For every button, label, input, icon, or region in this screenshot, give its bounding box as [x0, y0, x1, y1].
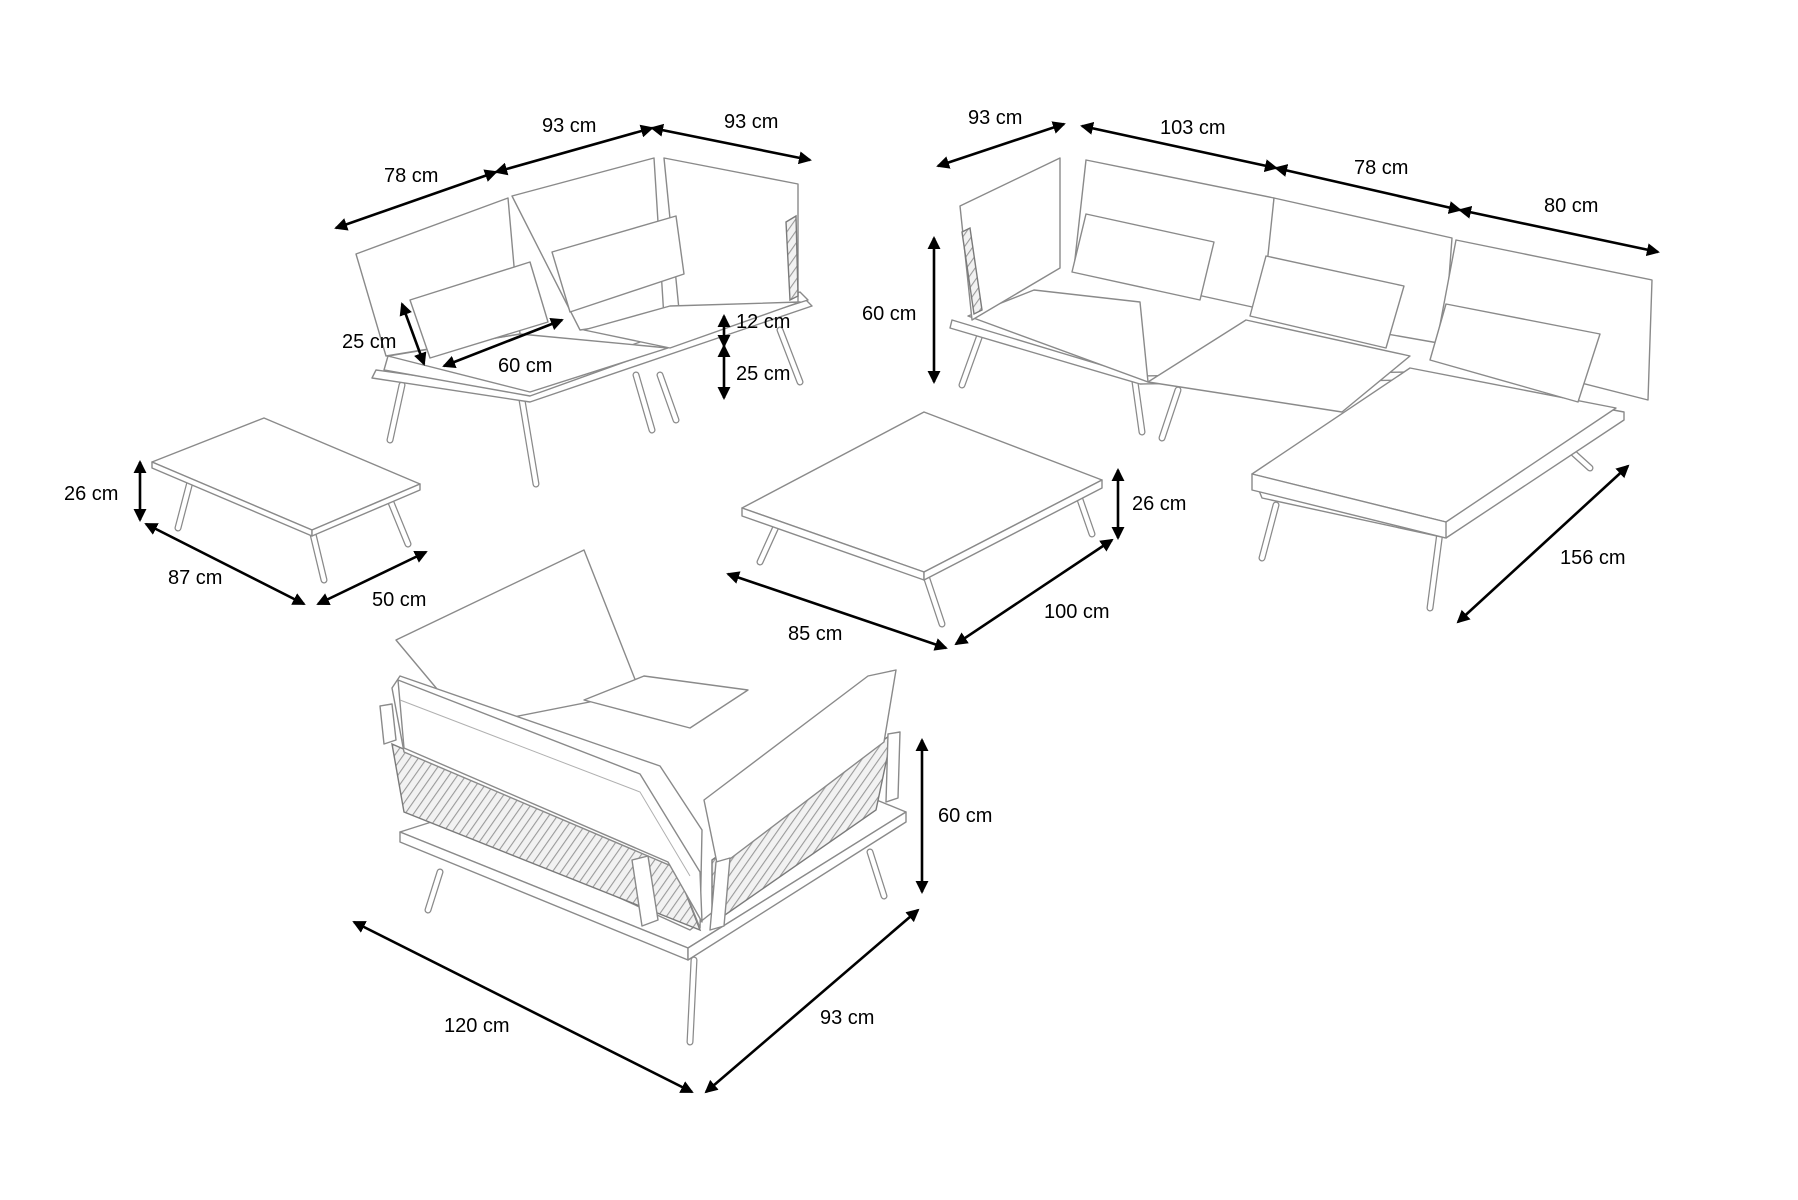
sofa-depth-arrow	[936, 121, 1066, 169]
large-table-length-arrow	[726, 571, 948, 651]
sofa-back-height-label: 60 cm	[862, 303, 916, 325]
corner-middle-width-arrow	[494, 124, 654, 176]
dimension-labels: 78 cm 93 cm 93 cm 25 cm 60 cm 12 cm 25 c…	[64, 107, 1626, 1037]
chair-depth-label: 93 cm	[820, 1007, 874, 1029]
large-table-width-arrow	[954, 538, 1114, 646]
dimension-arrows	[133, 121, 1660, 1094]
pillow-height-label: 25 cm	[342, 331, 396, 353]
small-table-width-arrow	[316, 550, 428, 606]
corner-left-width-arrow	[334, 169, 498, 231]
sofa-chaise-width-arrow	[1458, 205, 1660, 257]
small-table-length-label: 87 cm	[168, 567, 222, 589]
seat-height-label: 25 cm	[736, 363, 790, 385]
chair-depth-arrow	[704, 908, 920, 1094]
corner-left-width-label: 78 cm	[384, 165, 438, 187]
corner-depth-arrow	[650, 123, 812, 165]
chair-width-arrow	[352, 920, 694, 1094]
pillow-height-arrow	[399, 302, 427, 366]
large-table-height-label: 26 cm	[1132, 493, 1186, 515]
cushion-thickness-label: 12 cm	[736, 311, 790, 333]
large-table-width-label: 100 cm	[1044, 601, 1110, 623]
corner-middle-width-label: 93 cm	[542, 115, 596, 137]
sofa-seat-two-arrow	[1274, 164, 1462, 214]
pillow-length-arrow	[442, 317, 564, 369]
corner-sofa-drawing	[355, 157, 813, 488]
large-table-drawing	[741, 411, 1103, 628]
sofa-chaise-width-label: 80 cm	[1544, 195, 1598, 217]
sofa-seat-one-arrow	[1080, 121, 1278, 173]
small-table-width-label: 50 cm	[372, 589, 426, 611]
small-table-length-arrow	[144, 522, 306, 606]
corner-depth-label: 93 cm	[724, 111, 778, 133]
sofa-seat-two-label: 78 cm	[1354, 157, 1408, 179]
small-table-height-label: 26 cm	[64, 483, 118, 505]
sofa-chaise-length-arrow	[1456, 464, 1630, 624]
large-table-length-label: 85 cm	[788, 623, 842, 645]
sectional-sofa-drawing	[949, 157, 1653, 612]
chair-width-label: 120 cm	[444, 1015, 510, 1037]
sofa-chaise-length-label: 156 cm	[1560, 547, 1626, 569]
chair-height-label: 60 cm	[938, 805, 992, 827]
sofa-depth-label: 93 cm	[968, 107, 1022, 129]
small-table-drawing	[151, 417, 421, 584]
sofa-seat-one-label: 103 cm	[1160, 117, 1226, 139]
pillow-length-label: 60 cm	[498, 355, 552, 377]
